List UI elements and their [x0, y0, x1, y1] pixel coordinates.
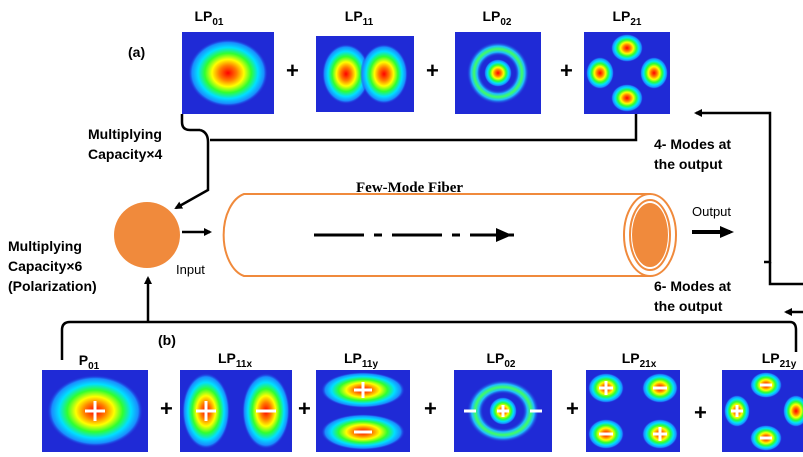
source-mode-circle: [114, 202, 180, 268]
plus-sign: +: [286, 58, 299, 83]
panel-a-left-note: Multiplying Capacity×4: [88, 126, 163, 162]
output-label: Output: [692, 204, 732, 219]
mode-label-b-p01: P01: [78, 352, 100, 372]
mode-image-b-lp02: [454, 370, 552, 452]
mode-label-b-lp21y: LP21y: [761, 350, 797, 370]
panel-b-tag: (b): [158, 332, 176, 348]
plus-sign: +: [298, 396, 311, 421]
plus-sign: +: [426, 58, 439, 83]
mode-image-b-lp21y: [722, 370, 803, 452]
mode-label-b-lp21x: LP21x: [621, 350, 657, 370]
mode-label-b-lp02: LP02: [486, 350, 516, 370]
panel-a-right-note: 4- Modes at the output: [654, 136, 732, 172]
mode-label-a-lp21: LP21: [612, 8, 642, 28]
mode-image-b-lp21x: [586, 370, 680, 452]
mode-image-a-lp11: [316, 36, 414, 112]
panel-a-tag: (a): [128, 44, 146, 60]
fiber-title: Few-Mode Fiber: [356, 180, 464, 196]
mode-image-b-p01: [42, 370, 148, 452]
mode-label-a-lp11: LP11: [344, 8, 374, 28]
mode-image-b-lp11x: [180, 370, 292, 452]
panel-b-left-note: Multiplying Capacity×6 (Polarization): [8, 238, 97, 294]
few-mode-fiber: [222, 193, 677, 277]
plus-sign: +: [694, 400, 707, 425]
mode-image-b-lp11y: [316, 370, 410, 452]
mode-label-b-lp11y: LP11y: [343, 350, 379, 370]
plus-sign: +: [160, 396, 173, 421]
mode-image-a-lp21: [584, 32, 670, 114]
mode-label-b-lp11x: LP11x: [217, 350, 253, 370]
plus-sign: +: [566, 396, 579, 421]
input-label: Input: [176, 262, 205, 277]
mode-image-a-lp02: [455, 32, 541, 114]
mode-label-a-lp02: LP02: [482, 8, 512, 28]
panel-b-right-note: 6- Modes at the output: [654, 278, 732, 314]
plus-sign: +: [424, 396, 437, 421]
mode-label-a-lp01: LP01: [194, 8, 224, 28]
plus-sign: +: [560, 58, 573, 83]
mode-image-a-lp01: [182, 32, 274, 114]
